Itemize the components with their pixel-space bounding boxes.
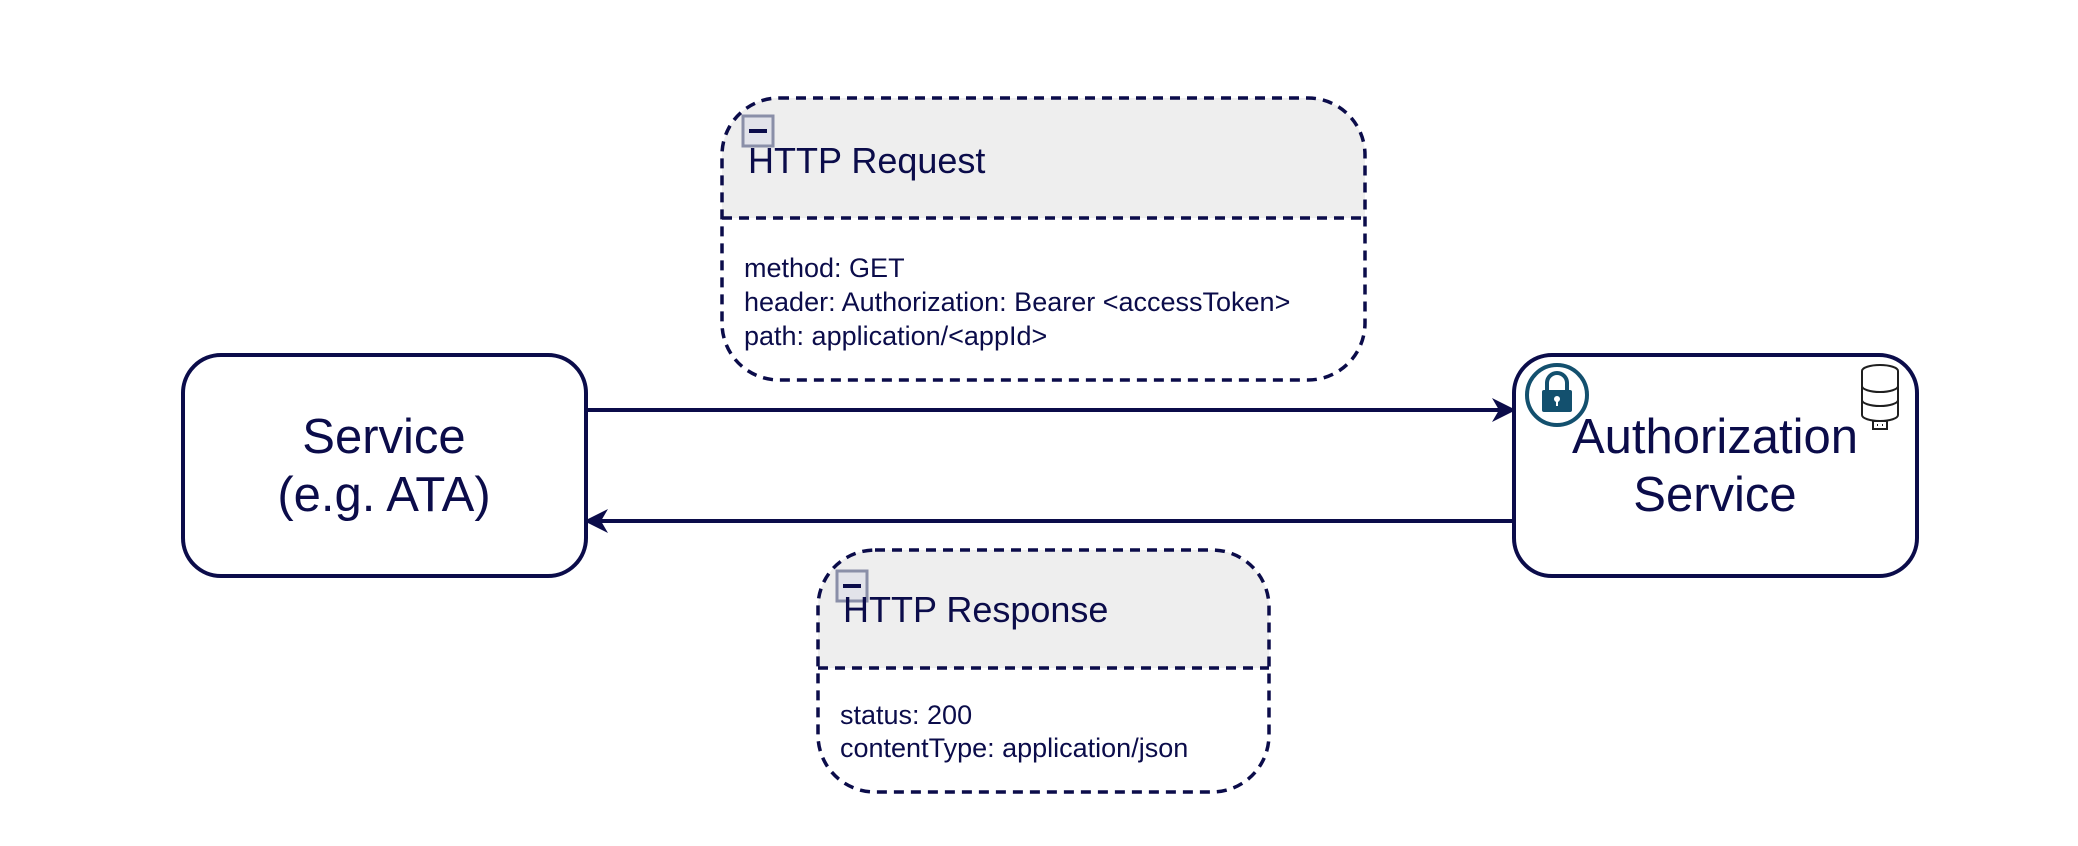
request-card-line: header: Authorization: Bearer <accessTok…: [744, 287, 1290, 317]
response-card-title: HTTP Response: [843, 589, 1108, 630]
authorization-service-node[interactable]: Authorization Service: [1512, 353, 1919, 578]
authorization-service-node-box: [1512, 353, 1919, 578]
minus-icon-bar: [843, 584, 861, 588]
authorization-service-node-label: Authorization: [1572, 410, 1858, 464]
response-card-line: contentType: application/json: [840, 733, 1188, 763]
service-node-label: Service: [302, 410, 465, 464]
collapse-button[interactable]: [741, 114, 775, 148]
collapse-button[interactable]: [835, 569, 869, 603]
database-icon: [1861, 364, 1899, 430]
request-card-line: method: GET: [744, 253, 905, 283]
authorization-service-node-label: Service: [1633, 468, 1796, 522]
request-card-header: [722, 98, 1365, 218]
minus-icon-bar: [749, 129, 767, 133]
response-card: HTTP Response status: 200 contentType: a…: [816, 548, 1271, 794]
lock-icon: [1525, 363, 1589, 427]
service-node[interactable]: Service (e.g. ATA): [181, 353, 588, 578]
request-card: HTTP Request method: GET header: Authori…: [720, 96, 1367, 382]
response-card-line: status: 200: [840, 700, 972, 730]
request-card-line: path: application/<appId>: [744, 321, 1047, 351]
minus-icon: [741, 114, 775, 148]
service-node-box: [181, 353, 588, 578]
request-card-border: [720, 96, 1367, 382]
request-card-title: HTTP Request: [748, 140, 985, 181]
response-card-header: [818, 550, 1269, 668]
service-node-label: (e.g. ATA): [277, 468, 490, 522]
